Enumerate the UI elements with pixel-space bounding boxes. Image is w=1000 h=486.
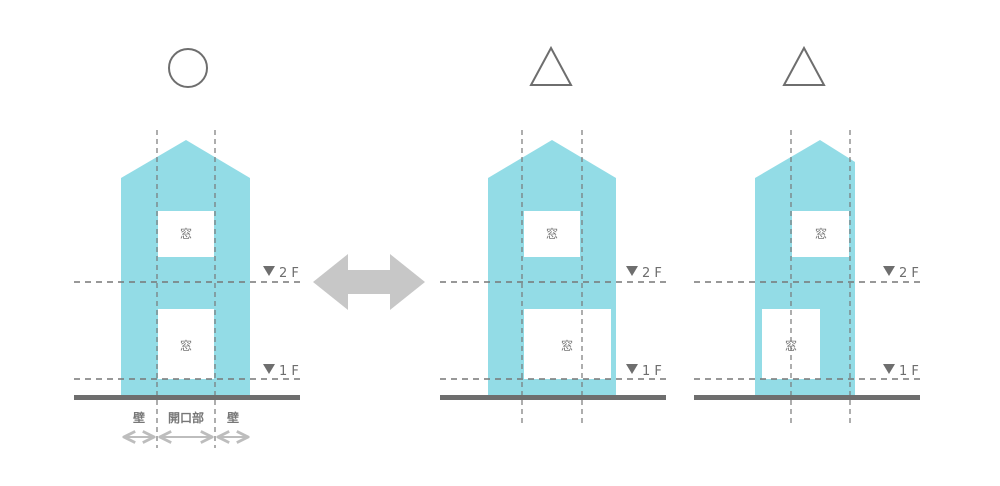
window-upper-label: 窓 [180, 226, 192, 241]
window-lower [524, 309, 611, 379]
floor-1-label: 1 F [279, 364, 299, 379]
window-upper-label: 窓 [546, 226, 558, 241]
window-upper-label: 窓 [815, 226, 827, 241]
panel-fair-2: 窓 窓 2 F 1 F [694, 45, 920, 425]
floor-2-label: 2 F [899, 266, 919, 281]
ground-line [694, 395, 920, 400]
ground-line [74, 395, 300, 400]
window-lower-label: 窓 [180, 338, 192, 353]
triangle-down-icon [883, 364, 895, 374]
window-lower-label: 窓 [785, 338, 797, 353]
triangle-icon [782, 45, 826, 86]
floor-2-label: 2 F [279, 266, 299, 281]
window-upper [792, 211, 849, 257]
floor-1-label: 1 F [899, 364, 919, 379]
triangle-down-icon [263, 266, 275, 276]
triangle-down-icon [263, 364, 275, 374]
triangle-down-icon [883, 266, 895, 276]
circle-icon [168, 48, 208, 88]
double-arrow-icon [313, 254, 425, 310]
panel-fair-1: 窓 窓 2 F 1 F [440, 45, 666, 425]
window-lower-label: 窓 [561, 338, 573, 353]
dimension-label-opening: 開口部 [168, 410, 204, 425]
panel-good: 窓 窓 2 F 1 F 壁 開口部 壁 [74, 48, 300, 448]
house-body [121, 140, 250, 396]
window-upper [524, 211, 580, 257]
floor-1-label: 1 F [642, 364, 662, 379]
dimension-label-wall-left: 壁 [133, 410, 145, 425]
window-lower [158, 309, 214, 379]
triangle-icon [529, 45, 573, 86]
dimension-label-wall-right: 壁 [227, 410, 239, 425]
ground-line [440, 395, 666, 400]
floor-2-label: 2 F [642, 266, 662, 281]
triangle-down-icon [626, 364, 638, 374]
triangle-down-icon [626, 266, 638, 276]
window-upper [158, 211, 214, 257]
